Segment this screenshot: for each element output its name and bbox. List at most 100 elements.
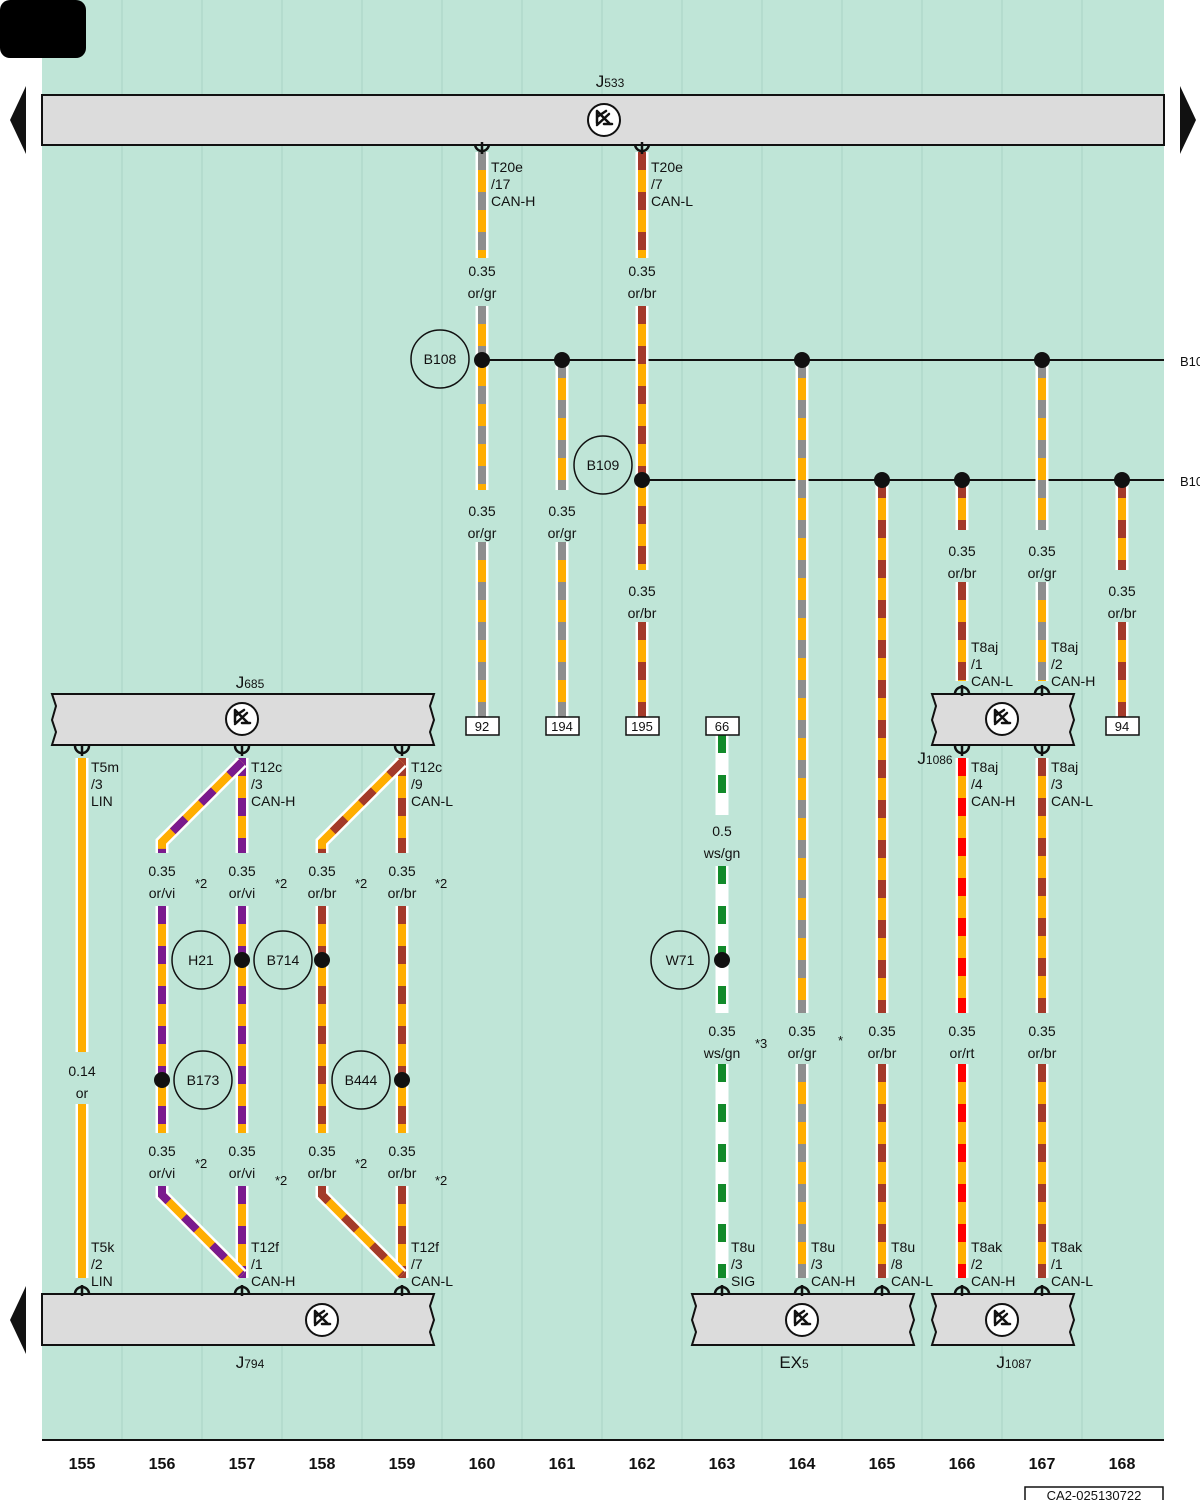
- wire-stripe: [158, 759, 245, 853]
- component-label: J533: [596, 72, 625, 91]
- wire-color: ws/gn: [703, 1045, 741, 1061]
- column-number: 156: [149, 1456, 176, 1473]
- svg-text:66: 66: [715, 719, 729, 734]
- column-number: 155: [69, 1456, 96, 1473]
- wire-color: or/br: [1108, 605, 1137, 621]
- connector-pin-label: /3: [731, 1256, 743, 1272]
- ref-box-66[interactable]: 66: [705, 716, 740, 736]
- splice-B173[interactable]: B173: [173, 1050, 233, 1110]
- component-EX5[interactable]: EX5: [690, 1293, 916, 1372]
- connector-pin-label: /2: [971, 1256, 983, 1272]
- cutoff-label: B10: [1180, 474, 1200, 489]
- wire-gauge: 0.35: [308, 1143, 335, 1159]
- connector-pin-label: /4: [971, 776, 983, 792]
- splice-H21[interactable]: H21: [171, 930, 231, 990]
- wire-gauge: 0.35: [1028, 1023, 1055, 1039]
- connector-pin-label: T8u: [731, 1239, 755, 1255]
- connector-pin-label: CAN-L: [411, 793, 453, 809]
- connector-pin-label: /8: [891, 1256, 903, 1272]
- splice-B714[interactable]: B714: [253, 930, 313, 990]
- svg-text:B173: B173: [187, 1072, 220, 1088]
- connector-pin-label: T8ak: [1051, 1239, 1083, 1255]
- connector-pin-label: T8aj: [1051, 639, 1078, 655]
- column-number: 161: [549, 1456, 576, 1473]
- page-tab[interactable]: [0, 0, 86, 58]
- connector-pin-label: /17: [491, 176, 511, 192]
- component-label: J685: [236, 673, 265, 692]
- column-number: 162: [629, 1456, 656, 1473]
- connector-pin-label: /2: [1051, 656, 1063, 672]
- ground-node-icon: [304, 1302, 340, 1338]
- connector-pin-label: T20e: [651, 159, 683, 175]
- column-number: 164: [789, 1456, 816, 1473]
- splice-B108[interactable]: B108: [410, 329, 470, 389]
- wire-color: or/br: [388, 885, 417, 901]
- component-J794[interactable]: J794: [41, 1293, 436, 1372]
- svg-text:B444: B444: [345, 1072, 378, 1088]
- connector-pin-label: T8u: [811, 1239, 835, 1255]
- svg-text:92: 92: [475, 719, 489, 734]
- connector-pin-label: CAN-H: [811, 1273, 855, 1289]
- column-number: 167: [1029, 1456, 1056, 1473]
- svg-text:*3: *3: [755, 1036, 767, 1051]
- connector-pins: [73, 142, 1051, 1296]
- wire-gauge: 0.35: [628, 263, 655, 279]
- arrow-left-top-icon[interactable]: [10, 86, 26, 154]
- connector-pin-label: T12c: [411, 759, 442, 775]
- document-code: CA2-025130722: [1047, 1488, 1142, 1500]
- wire-color: or/gr: [468, 525, 497, 541]
- connector-pin-label: SIG: [731, 1273, 755, 1289]
- arrow-left-bottom-icon[interactable]: [10, 1286, 26, 1354]
- wire-gauge: 0.35: [228, 863, 255, 879]
- ground-node-icon: [984, 701, 1020, 737]
- connector-pin-label: /2: [91, 1256, 103, 1272]
- splice-dots: [154, 352, 1130, 1088]
- svg-text:*2: *2: [195, 1156, 207, 1171]
- connector-pin-label: CAN-H: [251, 1273, 295, 1289]
- svg-text:*2: *2: [435, 1173, 447, 1188]
- wire-gauge: 0.14: [68, 1063, 95, 1079]
- footnote-markers: *2 *2 *2 *2 *2 *2 *2 *2 *3 *: [195, 876, 843, 1188]
- ref-box-94[interactable]: 94: [1105, 716, 1140, 736]
- arrow-right-top-icon[interactable]: [1180, 86, 1196, 154]
- connector-pin-label: /7: [411, 1256, 423, 1272]
- component-J685[interactable]: J685: [50, 673, 436, 746]
- component-J1087[interactable]: J1087: [930, 1293, 1076, 1372]
- connector-pin-label: CAN-H: [1051, 673, 1095, 689]
- wire-color: or/br: [948, 565, 977, 581]
- connector-pin-label: LIN: [91, 793, 113, 809]
- connector-pin-label: CAN-H: [491, 193, 535, 209]
- splice-B444[interactable]: B444: [331, 1050, 391, 1110]
- cutoff-label: B10: [1180, 354, 1200, 369]
- wire-gauge: 0.35: [788, 1023, 815, 1039]
- column-number: 165: [869, 1456, 896, 1473]
- splice-B109[interactable]: B109: [573, 435, 633, 495]
- component-J533[interactable]: J533: [41, 72, 1165, 146]
- svg-text:B714: B714: [267, 952, 300, 968]
- wire-gauge: 0.5: [712, 823, 732, 839]
- wire-gauge: 0.35: [148, 1143, 175, 1159]
- wire-color: or/gr: [1028, 565, 1057, 581]
- connector-pin-label: CAN-H: [971, 793, 1015, 809]
- splice-W71[interactable]: W71: [650, 930, 710, 990]
- svg-text:B108: B108: [424, 351, 457, 367]
- connector-pin-label: T12f: [411, 1239, 439, 1255]
- wires: [75, 152, 1129, 1280]
- svg-text:*2: *2: [355, 876, 367, 891]
- wire-stripe: [318, 1186, 405, 1278]
- connector-pin-label: CAN-H: [971, 1273, 1015, 1289]
- connector-pin-label: CAN-L: [651, 193, 693, 209]
- connector-pin-label: T5m: [91, 759, 119, 775]
- component-J1086[interactable]: J1086: [917, 693, 1076, 768]
- svg-text:B109: B109: [587, 457, 620, 473]
- ref-box-92[interactable]: 92: [465, 716, 500, 736]
- ref-box-195[interactable]: 195: [625, 716, 660, 736]
- wire-stripe: [318, 759, 405, 853]
- column-number: 166: [949, 1456, 976, 1473]
- wire-color: or/br: [628, 285, 657, 301]
- connector-pin-label: CAN-L: [1051, 793, 1093, 809]
- svg-text:*: *: [838, 1033, 843, 1048]
- column-number: 163: [709, 1456, 736, 1473]
- ref-box-194[interactable]: 194: [545, 716, 580, 736]
